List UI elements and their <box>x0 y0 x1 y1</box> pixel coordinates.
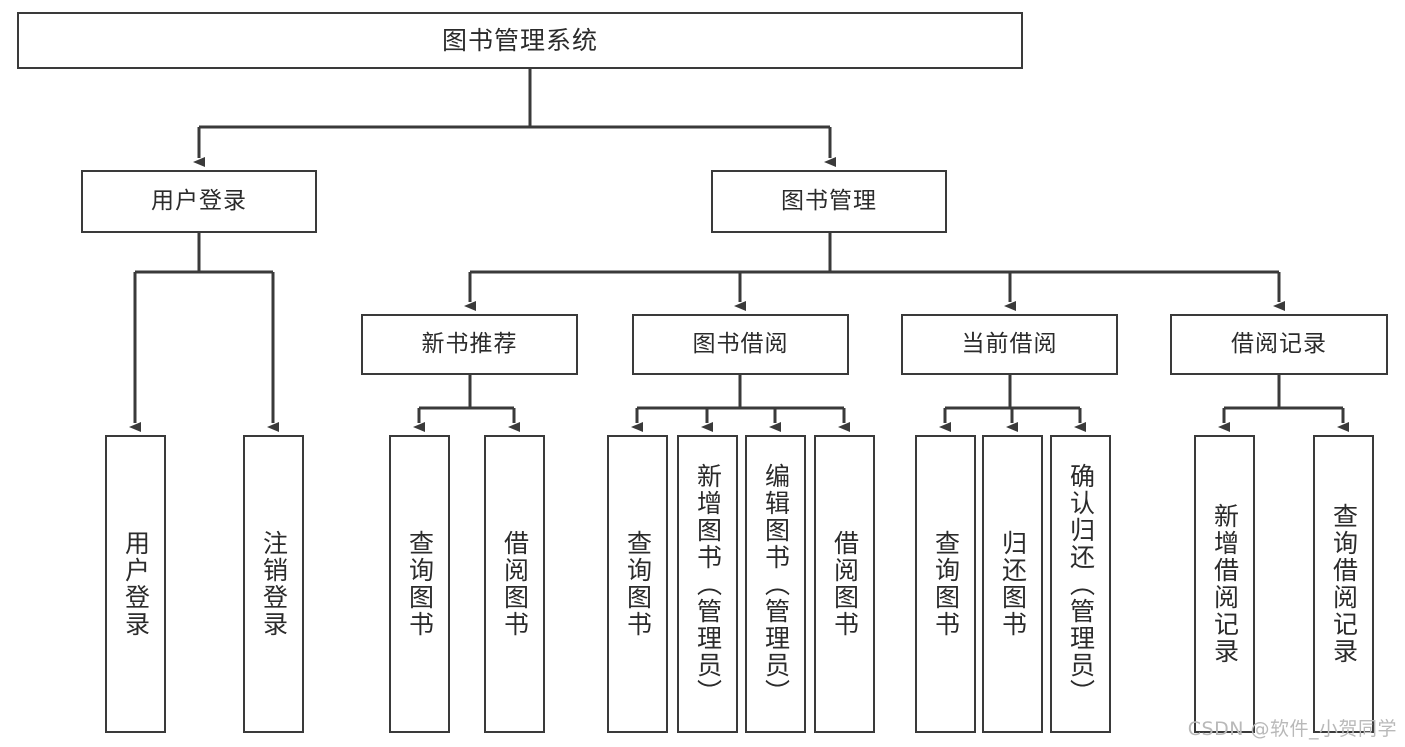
node-leaf-add-borrow-record[interactable]: 新增借阅记录 <box>1194 435 1255 733</box>
node-user-login[interactable]: 用户登录 <box>81 170 317 233</box>
node-leaf-query-book-borrow[interactable]: 查询图书 <box>607 435 668 733</box>
node-leaf-confirm-return[interactable]: 确认归还（管理员） <box>1050 435 1111 733</box>
node-book-manage[interactable]: 图书管理 <box>711 170 947 233</box>
node-leaf-query-book-recommend[interactable]: 查询图书 <box>389 435 450 733</box>
node-leaf-logout[interactable]: 注销登录 <box>243 435 304 733</box>
node-leaf-query-borrow-record[interactable]: 查询借阅记录 <box>1313 435 1374 733</box>
node-leaf-query-book-current[interactable]: 查询图书 <box>915 435 976 733</box>
node-borrow-record[interactable]: 借阅记录 <box>1170 314 1388 375</box>
node-leaf-return-book[interactable]: 归还图书 <box>982 435 1043 733</box>
node-leaf-borrow-book[interactable]: 借阅图书 <box>814 435 875 733</box>
node-leaf-add-book[interactable]: 新增图书（管理员） <box>677 435 738 733</box>
csdn-watermark: CSDN @软件_小贺同学 <box>1187 718 1397 740</box>
node-root-system[interactable]: 图书管理系统 <box>17 12 1023 69</box>
node-leaf-edit-book[interactable]: 编辑图书（管理员） <box>745 435 806 733</box>
node-leaf-borrow-book-recommend[interactable]: 借阅图书 <box>484 435 545 733</box>
node-leaf-user-login[interactable]: 用户登录 <box>105 435 166 733</box>
node-current-borrow[interactable]: 当前借阅 <box>901 314 1118 375</box>
node-new-book-recommend[interactable]: 新书推荐 <box>361 314 578 375</box>
node-book-borrow[interactable]: 图书借阅 <box>632 314 849 375</box>
